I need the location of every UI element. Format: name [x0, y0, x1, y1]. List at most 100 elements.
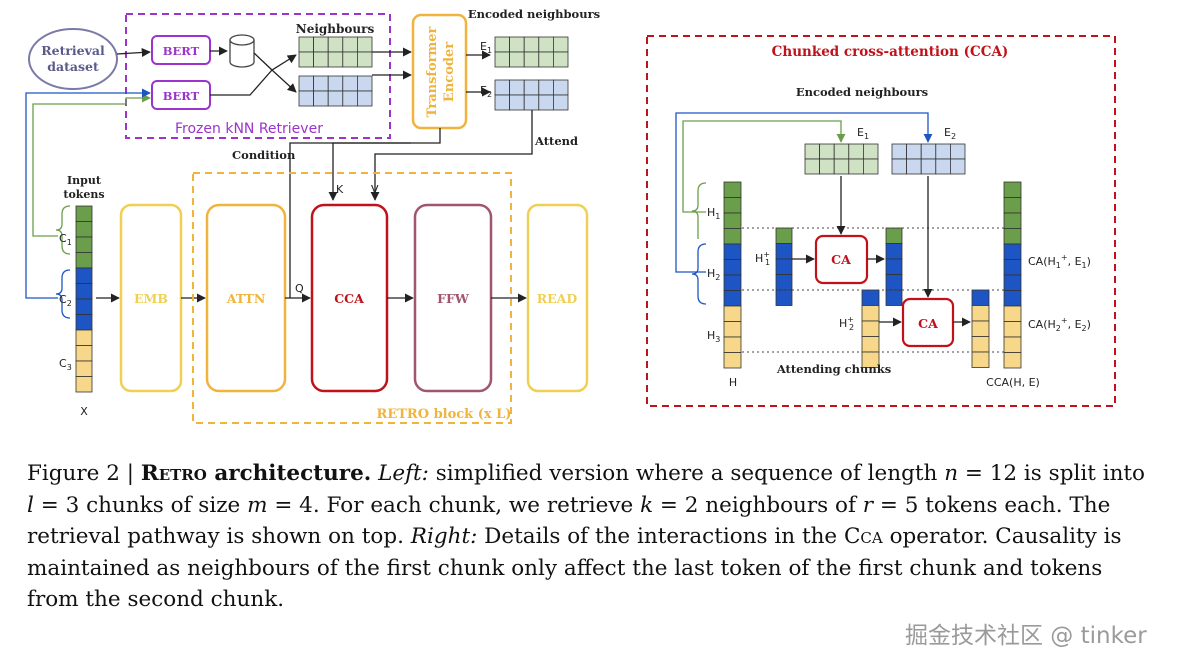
- watermark: 掘金技术社区 @ tinker: [905, 623, 1147, 649]
- e2-label-right: E2: [944, 126, 956, 141]
- token-cell: [1003, 197, 1022, 214]
- token-cell: [971, 305, 990, 322]
- retrieval-dataset-label-2: dataset: [47, 59, 99, 74]
- ca1-output-column: [885, 227, 903, 306]
- encoded-neighbours-label-right: Encoded neighbours: [796, 85, 928, 99]
- e2-label-left: E2: [480, 84, 492, 99]
- token-cell: [342, 36, 358, 53]
- token-cell: [775, 289, 793, 306]
- token-cell: [935, 143, 951, 160]
- token-cell: [75, 360, 93, 377]
- token-cell: [861, 351, 880, 368]
- token-cell: [298, 36, 315, 53]
- token-cell: [356, 36, 373, 53]
- token-cell: [723, 181, 742, 198]
- h2-plus-column: [861, 289, 880, 368]
- retro-block-label: RETRO block (x L): [377, 407, 512, 422]
- token-cell: [342, 51, 358, 68]
- ca-label-2: CA: [918, 316, 938, 331]
- token-cell: [509, 79, 525, 96]
- encoded-grid-green: [494, 36, 569, 68]
- read-label: READ: [537, 291, 578, 306]
- token-cell: [833, 158, 850, 175]
- token-cell: [509, 94, 525, 111]
- token-cell: [1003, 305, 1022, 322]
- token-cell: [553, 36, 569, 53]
- ca-output-label-1: CA(H1+, E1): [1028, 253, 1091, 270]
- input-tokens-label-2: tokens: [63, 188, 104, 201]
- token-cell: [863, 143, 879, 160]
- retrieval-dataset-label-1: Retrieval: [41, 43, 105, 58]
- token-cell: [906, 143, 922, 160]
- token-cell: [775, 274, 793, 291]
- token-cell: [75, 314, 93, 331]
- h-token-column: [723, 181, 742, 369]
- token-cell: [861, 320, 880, 337]
- frozen-retriever-label: Frozen kNN Retriever: [175, 121, 323, 137]
- token-cell: [833, 143, 850, 160]
- cca-output-label: CCA(H, E): [986, 376, 1040, 389]
- token-cell: [885, 289, 903, 306]
- token-cell: [723, 259, 742, 276]
- token-cell: [819, 143, 835, 160]
- token-cell: [509, 51, 525, 68]
- token-cell: [553, 94, 569, 111]
- ca-label-1: CA: [831, 252, 851, 267]
- token-cell: [494, 79, 511, 96]
- token-cell: [723, 197, 742, 214]
- token-cell: [775, 243, 793, 260]
- token-cell: [723, 305, 742, 322]
- token-cell: [885, 258, 903, 275]
- token-cell: [723, 321, 742, 338]
- token-cell: [342, 90, 358, 107]
- token-cell: [885, 243, 903, 260]
- bert-label-bottom: BERT: [163, 89, 200, 103]
- token-cell: [75, 283, 93, 300]
- token-cell: [861, 305, 880, 322]
- h2-label: H2: [707, 267, 720, 282]
- token-cell: [950, 158, 966, 175]
- input-token-column: [75, 205, 93, 393]
- token-cell: [935, 158, 951, 175]
- token-cell: [1003, 228, 1022, 245]
- token-cell: [509, 36, 525, 53]
- token-cell: [971, 351, 990, 368]
- token-cell: [75, 221, 93, 238]
- token-cell: [494, 36, 511, 53]
- token-cell: [313, 75, 329, 92]
- token-cell: [950, 143, 966, 160]
- token-cell: [342, 75, 358, 92]
- token-cell: [538, 94, 554, 111]
- token-cell: [523, 36, 540, 53]
- token-cell: [723, 212, 742, 229]
- bert-box-top: [151, 35, 211, 65]
- token-cell: [327, 90, 344, 107]
- c3-label: C3: [59, 357, 72, 372]
- token-cell: [848, 158, 864, 175]
- token-cell: [1003, 181, 1022, 198]
- token-cell: [971, 320, 990, 337]
- token-cell: [494, 51, 511, 68]
- token-cell: [75, 376, 93, 393]
- right-encoded-grid-blue: [891, 143, 966, 175]
- token-cell: [1003, 243, 1022, 260]
- token-cell: [723, 228, 742, 245]
- token-cell: [75, 329, 93, 346]
- token-cell: [1003, 259, 1022, 276]
- token-cell: [298, 75, 315, 92]
- token-cell: [553, 79, 569, 96]
- v-label: V: [371, 183, 379, 196]
- token-cell: [356, 90, 373, 107]
- token-cell: [920, 158, 937, 175]
- token-cell: [494, 94, 511, 111]
- attn-label: ATTN: [226, 291, 266, 306]
- right-encoded-grid-green: [804, 143, 879, 175]
- neighbours-label: Neighbours: [296, 22, 375, 36]
- emb-label: EMB: [134, 291, 168, 306]
- x-label: X: [80, 405, 88, 418]
- read-block: [526, 203, 589, 393]
- h1plus-label: H+1: [755, 250, 770, 267]
- neighbour-grid-blue: [298, 75, 373, 107]
- token-cell: [861, 336, 880, 353]
- token-cell: [885, 227, 903, 244]
